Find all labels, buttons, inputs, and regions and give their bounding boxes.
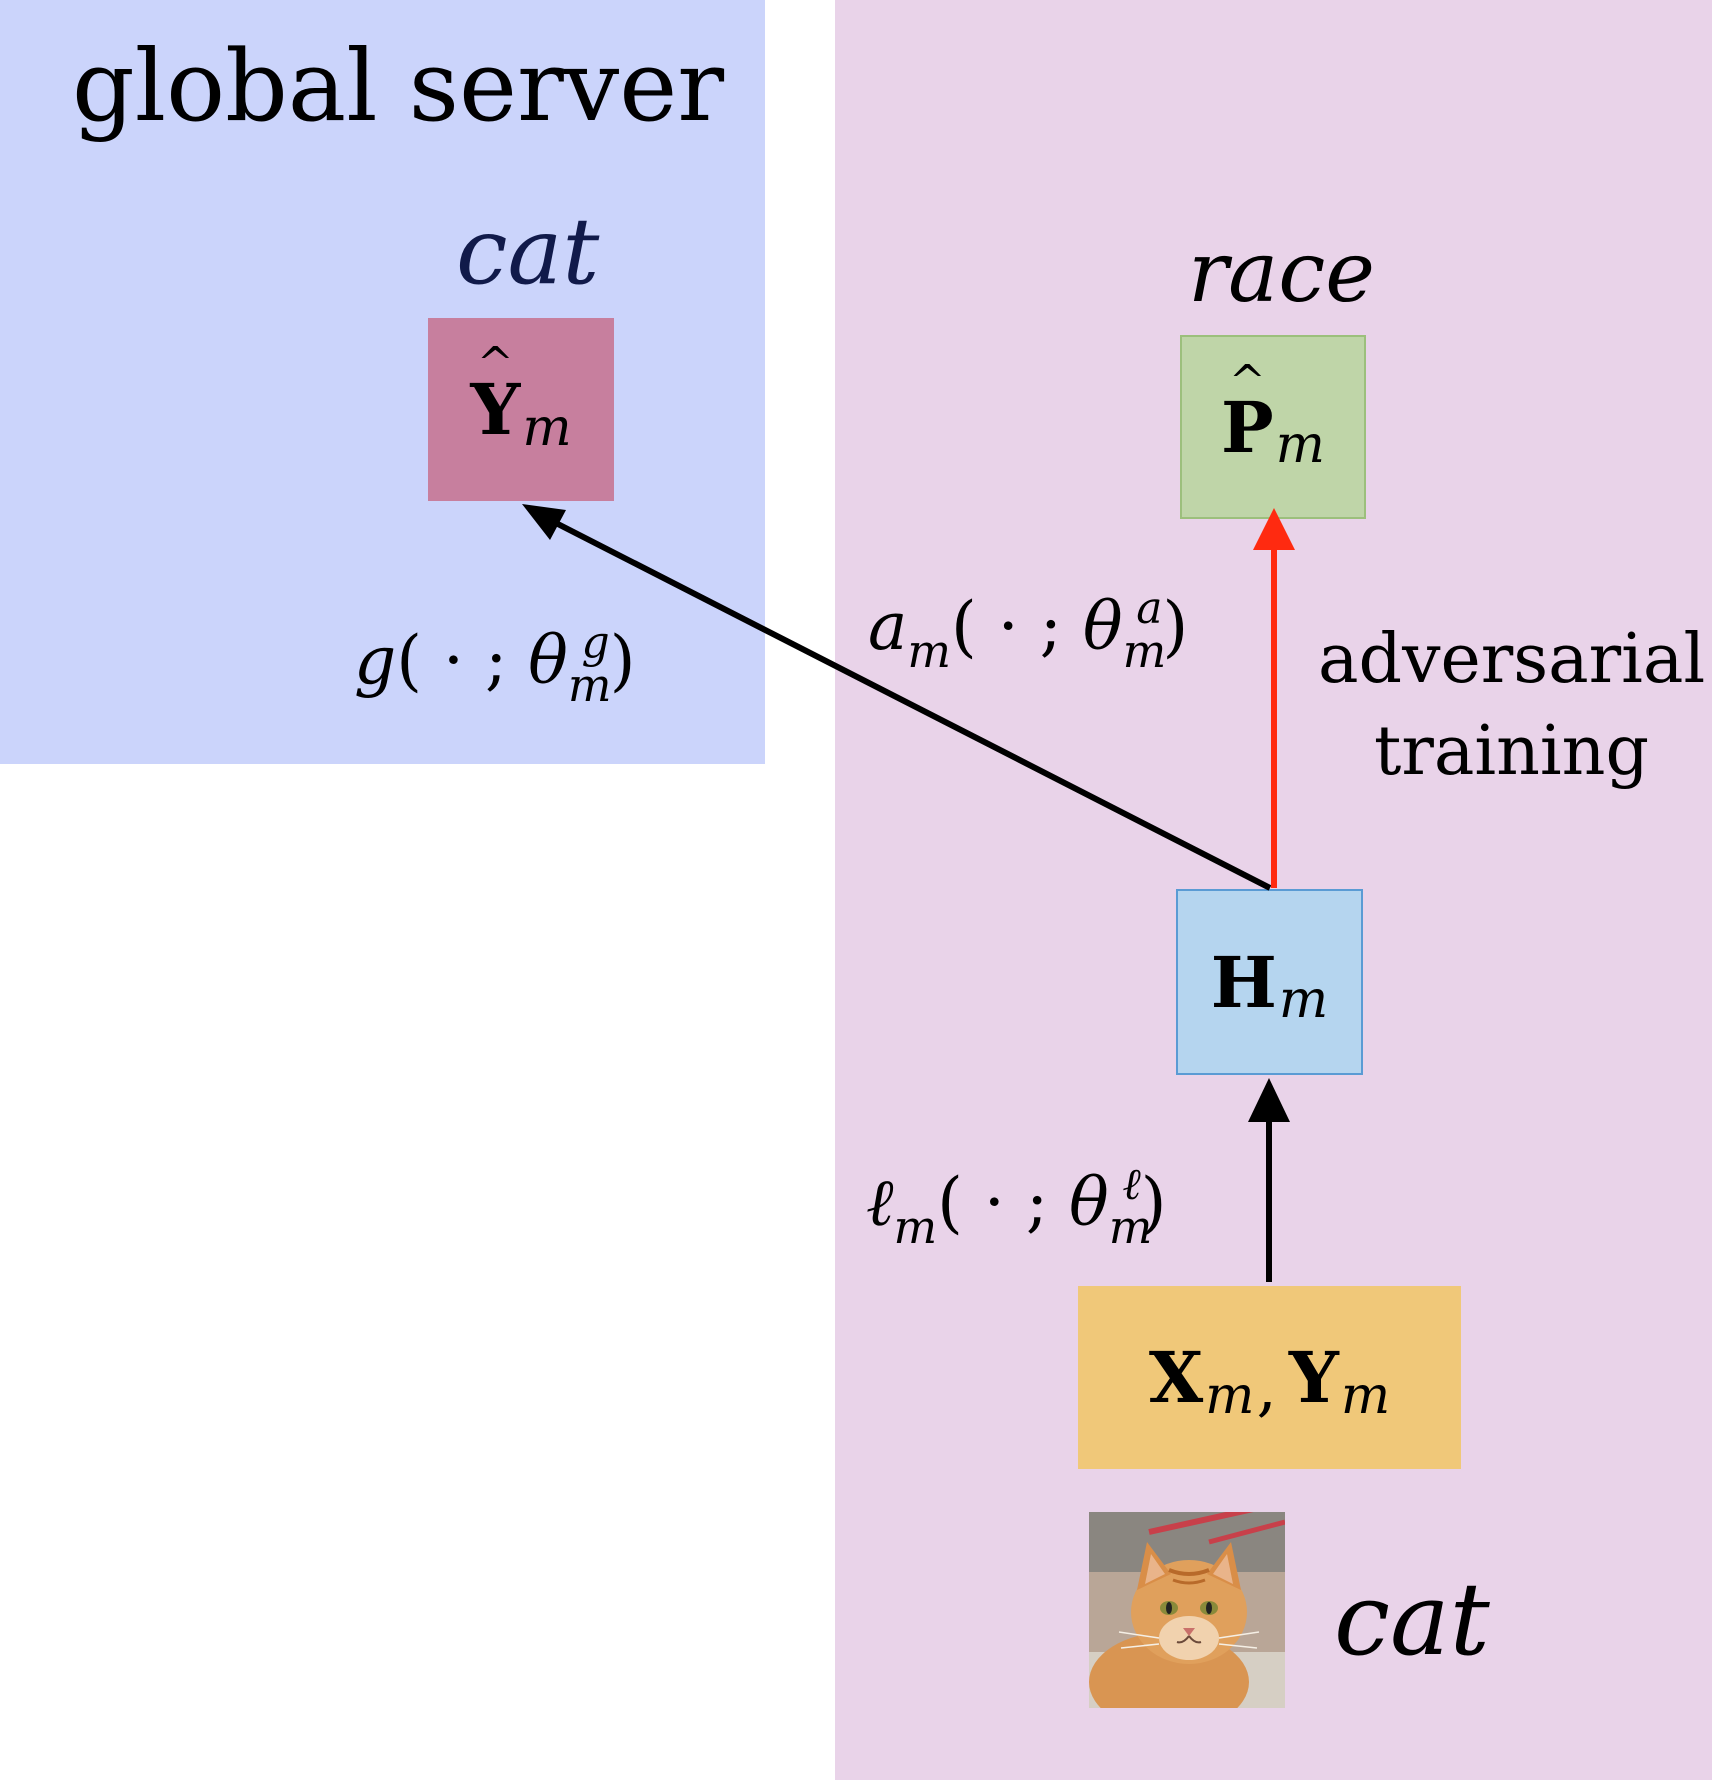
- y-subscript: m: [1340, 1365, 1391, 1426]
- l-args: ( · ;: [937, 1164, 1049, 1241]
- cat-photo-icon: [1089, 1512, 1285, 1708]
- a-name-sub: m: [907, 624, 951, 678]
- l-param-sup: ℓ: [1122, 1159, 1141, 1210]
- a-param-sub: m: [1122, 624, 1167, 678]
- hidden-representation-node: H m: [1176, 889, 1363, 1075]
- input-to-encoder-arrowhead: [1248, 1078, 1290, 1122]
- a-param-sup: a: [1136, 583, 1163, 634]
- yhat-subscript: m: [522, 397, 572, 458]
- adversary-phat-node: P m: [1180, 335, 1366, 519]
- encoder-to-server-arrow: [550, 518, 1272, 891]
- a-args: ( · ;: [950, 588, 1062, 665]
- private-attribute-label: race: [1188, 223, 1375, 321]
- a-close: ): [1162, 588, 1189, 665]
- input-label: cat: [1334, 1561, 1490, 1678]
- adversarial-arrowhead: [1253, 508, 1295, 550]
- encoder-to-server-arrowhead: [522, 504, 566, 540]
- l-close: ): [1140, 1164, 1167, 1241]
- h-symbol: H: [1210, 940, 1277, 1024]
- l-name: ℓ: [866, 1164, 894, 1241]
- global-server-title: global server: [72, 30, 725, 144]
- y-symbol: Y: [1288, 1336, 1339, 1419]
- a-param: θ: [1082, 588, 1123, 665]
- h-subscript: m: [1278, 970, 1329, 1030]
- adversarial-training-text-line2: training: [1374, 712, 1649, 791]
- prediction-yhat-node: Y m: [428, 318, 614, 501]
- local-encoder-function-label: ℓm( · ; θmℓ): [866, 1163, 1167, 1251]
- adversarial-training-text-line1: adversarial: [1318, 620, 1706, 699]
- phat-symbol: P: [1221, 386, 1274, 469]
- g-args: ( · ;: [396, 622, 508, 699]
- adversary-function-label: am( · ; θma): [868, 587, 1188, 675]
- l-param: θ: [1069, 1164, 1109, 1241]
- g-param-sup: g: [581, 617, 610, 668]
- g-close: ): [609, 622, 636, 699]
- g-param: θ: [528, 622, 568, 699]
- g-name: g: [354, 622, 397, 699]
- l-param-sub: m: [1108, 1200, 1153, 1254]
- input-data-node: X m , Y m: [1078, 1286, 1461, 1469]
- global-server-region: [0, 0, 765, 764]
- yhat-symbol: Y: [470, 368, 520, 451]
- x-symbol: X: [1148, 1336, 1204, 1419]
- g-param-sub: m: [567, 658, 612, 712]
- x-subscript: m: [1205, 1365, 1255, 1426]
- l-name-sub: m: [893, 1200, 938, 1254]
- a-name: a: [868, 588, 908, 665]
- xy-separator: ,: [1256, 1350, 1277, 1425]
- server-function-label: g( · ; θmg): [354, 621, 635, 709]
- phat-subscript: m: [1275, 415, 1325, 475]
- server-task-label: cat: [456, 198, 600, 305]
